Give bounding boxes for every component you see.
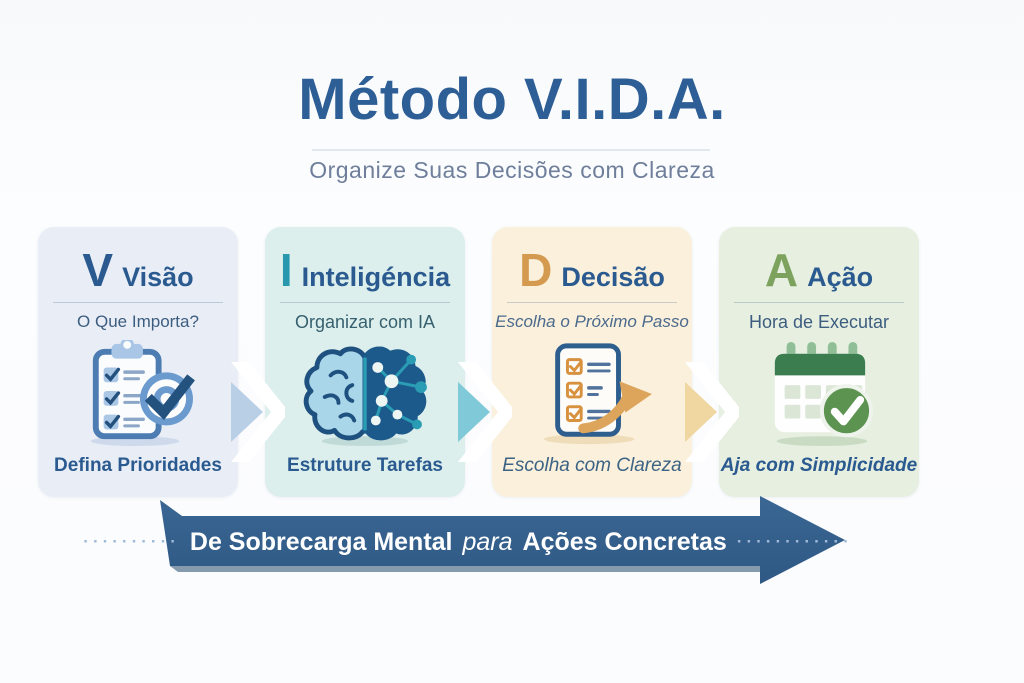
chevron-right-icon xyxy=(458,362,512,462)
footer-arrow-banner: ·········· De Sobrecarga Mental para Açõ… xyxy=(83,492,858,592)
card-decisao-header: D Decisão xyxy=(519,247,665,293)
card-decisao-title: Decisão xyxy=(561,262,665,292)
card-divider xyxy=(53,302,223,303)
card-inteligencia-header: I Inteligéncia xyxy=(280,247,450,293)
card-acao-header: A Ação xyxy=(765,247,873,293)
footer-text-middle: para xyxy=(462,527,513,556)
title-divider xyxy=(312,149,710,151)
card-inteligencia-letter: I xyxy=(279,244,293,296)
clipboard-target-icon xyxy=(38,332,238,455)
card-divider xyxy=(507,302,677,303)
chevron-right-icon xyxy=(685,362,739,462)
card-visao-caption: Defina Prioridades xyxy=(54,455,222,476)
card-inteligencia-title: Inteligéncia xyxy=(301,262,451,292)
card-decisao: D Decisão Escolha o Próximo Passo xyxy=(492,227,692,497)
footer-text-suffix: Ações Concretas xyxy=(522,527,727,556)
card-visao-header: V Visão xyxy=(82,247,193,293)
checklist-arrow-icon xyxy=(492,332,692,455)
card-visao-letter: V xyxy=(82,244,114,296)
card-acao-tagline: Hora de Executar xyxy=(748,312,890,332)
dotted-line-left: ·········· xyxy=(83,532,180,551)
card-inteligencia: I Inteligéncia Organizar com IA xyxy=(265,227,465,497)
card-decisao-letter: D xyxy=(519,244,553,296)
card-decisao-tagline: Escolha o Próximo Passo xyxy=(495,312,689,331)
cards-row: V Visão O Que Importa? xyxy=(38,227,986,497)
footer-text-prefix: De Sobrecarga Mental xyxy=(189,527,453,556)
right-arrow-shape xyxy=(160,496,845,584)
page-title: Método V.I.D.A. xyxy=(298,67,726,132)
card-visao-tagline: O Que Importa? xyxy=(77,312,199,331)
footer-arrow-text: ·········· De Sobrecarga Mental para Açõ… xyxy=(83,522,848,562)
calendar-check-icon xyxy=(719,333,919,455)
dotted-line-right: ············ xyxy=(736,532,853,551)
card-acao: A Ação Hora de Executar xyxy=(719,227,919,497)
card-acao-letter: A xyxy=(764,244,799,296)
card-divider xyxy=(280,302,450,303)
card-inteligencia-caption: Estruture Tarefas xyxy=(287,455,443,476)
card-acao-title: Ação xyxy=(807,262,874,292)
chevron-right-icon xyxy=(231,362,285,462)
card-decisao-caption: Escolha com Clareza xyxy=(502,455,682,476)
card-acao-caption: Aja com Simplicidade xyxy=(720,455,918,476)
card-visao: V Visão O Que Importa? xyxy=(38,227,238,497)
page-subtitle: Organize Suas Decisões com Clareza xyxy=(309,157,715,183)
card-divider xyxy=(734,302,904,303)
card-visao-title: Visão xyxy=(122,262,194,292)
brain-ai-icon xyxy=(265,333,465,455)
card-inteligencia-tagline: Organizar com IA xyxy=(294,312,436,332)
